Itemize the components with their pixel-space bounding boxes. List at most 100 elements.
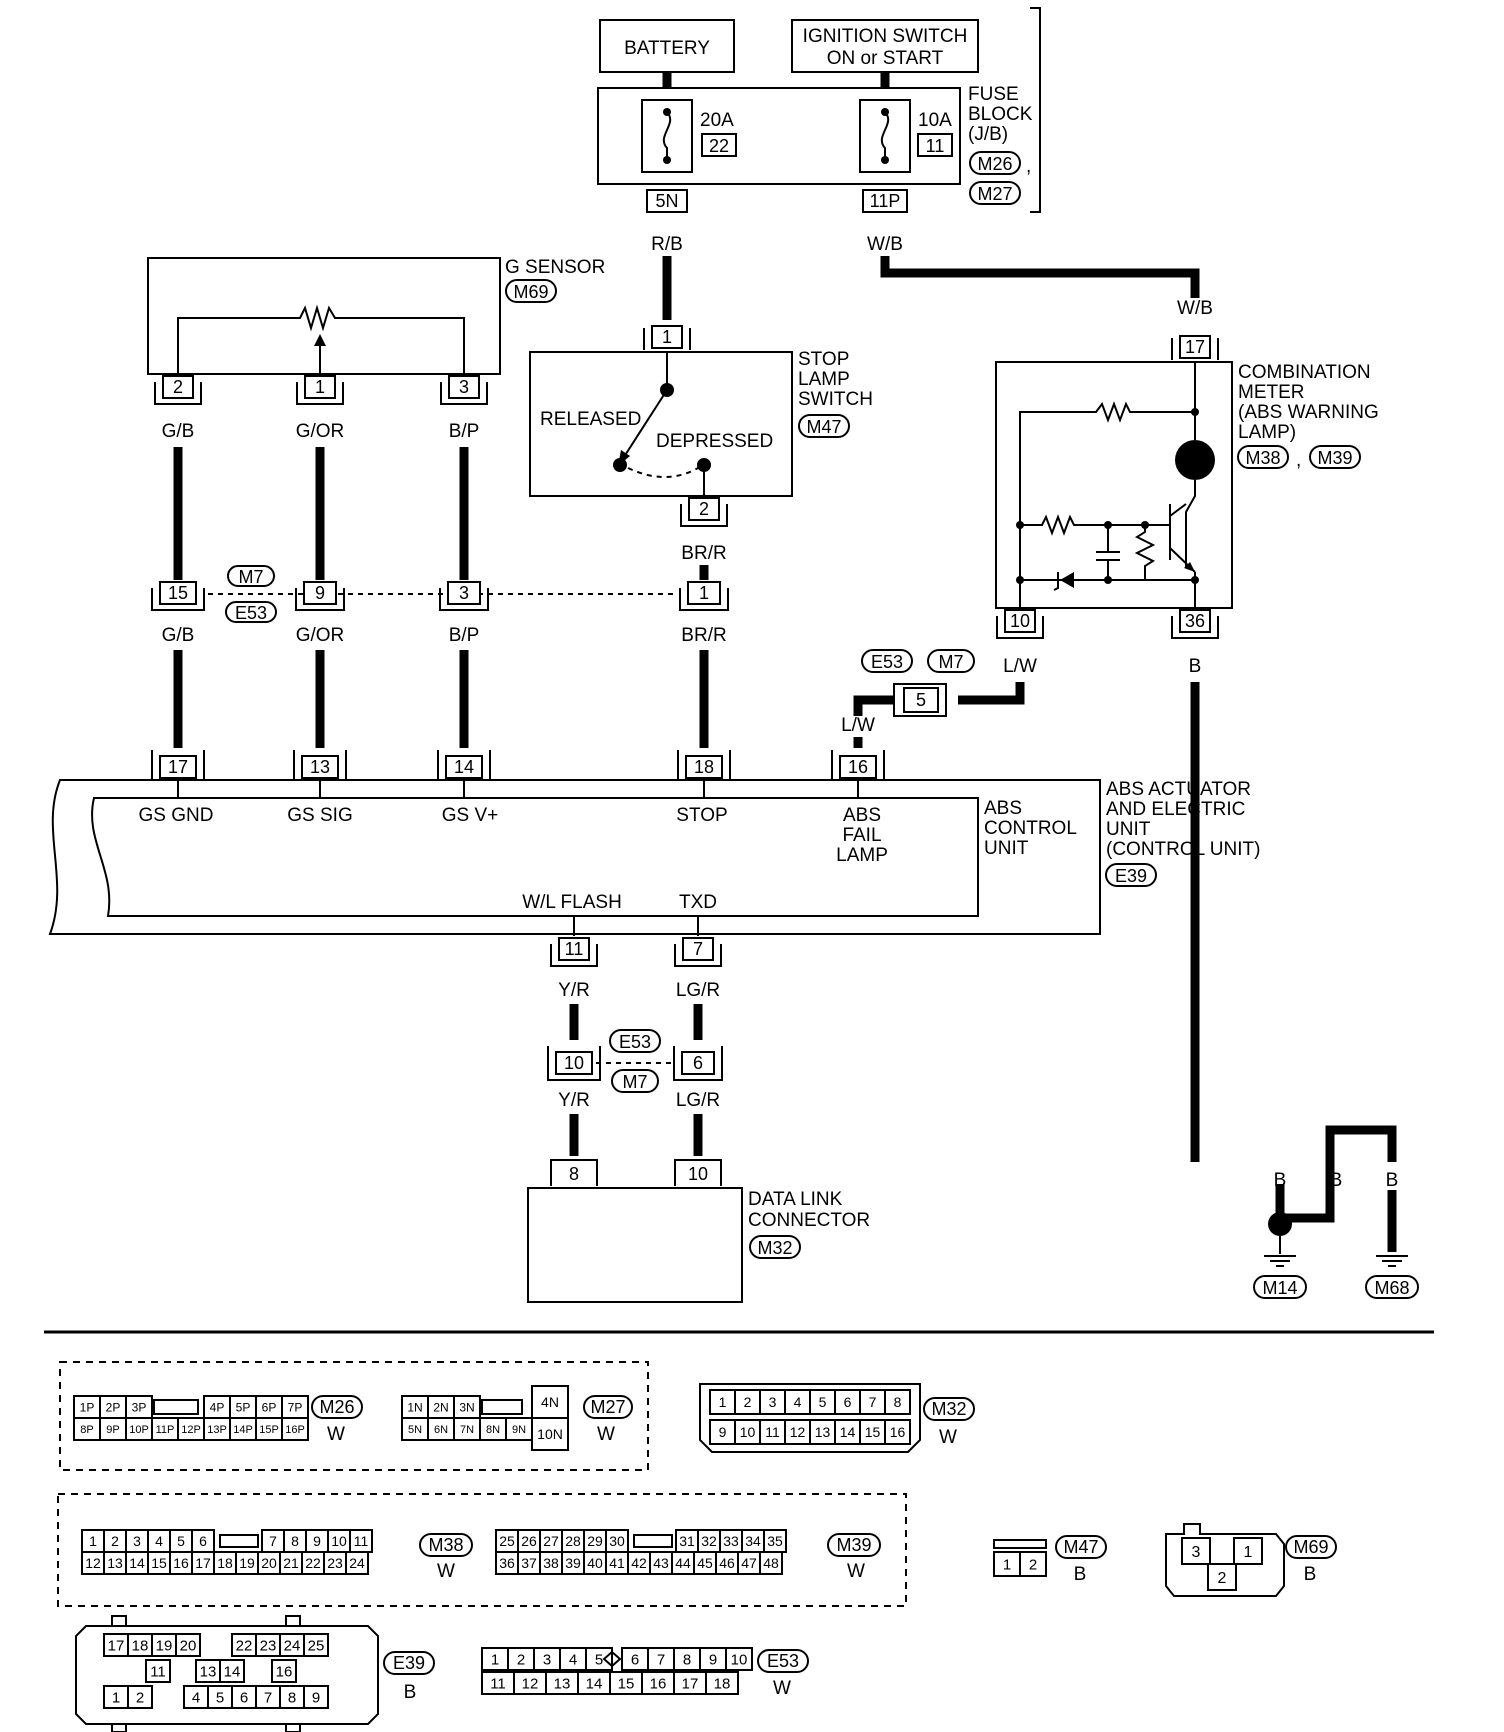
g-sensor-pin-2: 2	[173, 377, 183, 397]
g-sensor-ref-text: M69	[513, 282, 548, 302]
view-e39-cavity-label: 23	[260, 1637, 277, 1654]
view-m39-ref	[827, 1533, 881, 1557]
view-e39-cavity	[175, 1633, 201, 1657]
m7-e53-ref-e53	[225, 601, 277, 623]
abs-pin-7: 7	[693, 939, 703, 959]
fuse-block-label-3: (J/B)	[968, 124, 1008, 145]
g-sensor-pins	[154, 375, 488, 405]
ignition-label-2: ON or START	[827, 48, 944, 69]
view-m32-cavity-label: 12	[790, 1424, 806, 1440]
g-sensor-ref	[505, 279, 557, 303]
lower-connector-ref-e53-text: E53	[619, 1032, 651, 1052]
stop-switch-ref	[798, 414, 850, 438]
meter-pin-17-shroud	[1171, 338, 1219, 360]
view-e53-cavity	[725, 1647, 753, 1671]
wire-label-gb-upper: G/B	[162, 421, 195, 442]
view-m26-cavity-label: 2P	[106, 1400, 121, 1414]
view-m38-ref-text: M38	[428, 1535, 463, 1555]
view-e39-cavity-label: 11	[150, 1663, 166, 1680]
view-m69-cavity-label: 1	[1244, 1544, 1253, 1561]
stop-switch-released: RELEASED	[540, 409, 641, 430]
fuse-22-number: 22	[709, 136, 729, 156]
stop-switch-label-3: SWITCH	[798, 389, 873, 410]
ignition-switch-box	[791, 19, 979, 73]
wire-label-rb: R/B	[651, 234, 683, 255]
stop-lamp-switch-box	[529, 351, 793, 497]
ground-m14-icon	[1264, 1255, 1296, 1267]
abs-unit-label-4: (CONTROL UNIT)	[1106, 839, 1260, 860]
view-e53-cavity-label: 3	[543, 1651, 551, 1668]
stop-switch-lever	[621, 389, 668, 461]
view-m38-cavity-label: 2	[111, 1533, 119, 1549]
view-m38-cavity-label: 12	[85, 1555, 101, 1571]
view-m26-ref	[311, 1395, 363, 1419]
view-m39-color: W	[847, 1561, 865, 1582]
view-m26-cavity-label: 4P	[210, 1400, 225, 1414]
view-m69-color: B	[1304, 1564, 1317, 1585]
view-e39-ref	[383, 1651, 435, 1675]
abs-top-pins	[151, 750, 885, 798]
view-m27-cavity-label: 2N	[433, 1400, 448, 1414]
battery-label: BATTERY	[624, 38, 710, 59]
view-m32-cavity-label: 13	[815, 1424, 831, 1440]
view-m38-cavity-label: 11	[354, 1533, 369, 1549]
wire-label-brr-lower: BR/R	[681, 625, 726, 646]
meter-pin-36-shroud	[1171, 616, 1219, 639]
view-m27-side-cavity-label: 4N	[541, 1394, 559, 1410]
stop-switch-pin-1-shroud	[643, 328, 691, 350]
view-m26-cavity-label: 8P	[80, 1424, 93, 1436]
view-m32-cavity-label: 9	[719, 1424, 727, 1440]
view-m69-ref-text: M69	[1293, 1537, 1328, 1557]
abs-term-gs-gnd: GS GND	[139, 805, 214, 826]
stop-switch-pin-1	[651, 325, 683, 349]
view-m38-cavity-label: 4	[155, 1533, 163, 1549]
view-m32-ref-text: M32	[931, 1399, 966, 1419]
view-m26-cavity-label: 6P	[262, 1400, 277, 1414]
dlc-ref	[749, 1235, 801, 1259]
fuse-11	[859, 99, 911, 173]
view-m69-cavity	[1207, 1563, 1237, 1591]
fuse-11-number: 11	[926, 136, 945, 156]
pin-5n-label: 5N	[655, 191, 678, 211]
meter-label-4: LAMP)	[1238, 422, 1296, 443]
view-m26-ref-text: M26	[319, 1397, 354, 1417]
meter-pin-36-label: 36	[1185, 611, 1205, 631]
dlc-pin-10-shroud	[674, 1159, 722, 1186]
view-m39-cavity-label: 29	[587, 1533, 603, 1549]
abs-unit-label-2: AND ELECTRIC	[1106, 799, 1245, 820]
lower-connector-pins	[547, 1046, 723, 1081]
view-m32-cavity-label: 10	[740, 1424, 756, 1440]
view-e39-cavity-label: 7	[264, 1689, 272, 1706]
g-sensor-resistor	[177, 304, 465, 374]
view-m32-cavity-label: 8	[894, 1394, 902, 1410]
view-e53-cavity-label: 17	[682, 1675, 699, 1692]
meter-label-2: METER	[1238, 382, 1305, 403]
view-m38-cavity-label: 15	[151, 1555, 167, 1571]
ground-ref-m14-text: M14	[1262, 1278, 1297, 1298]
lower-connector-pin-6: 6	[693, 1053, 703, 1073]
abs-term-fail-1: ABS	[843, 805, 881, 826]
abs-control-label-2: CONTROL	[984, 818, 1077, 839]
view-e53-ref-text: E53	[767, 1651, 799, 1671]
g-sensor-label: G SENSOR	[505, 257, 605, 278]
view-e39-cavity-label: 19	[156, 1637, 173, 1654]
fuse-block-ref-m26-text: M26	[977, 154, 1012, 174]
view-e53-cavity-label: 8	[683, 1651, 691, 1668]
lamp-connector-ref-m7	[927, 649, 975, 673]
view-e39-tab-1	[111, 1615, 127, 1627]
ground-ref-m14	[1253, 1275, 1307, 1299]
dlc-label-1: DATA LINK	[748, 1189, 843, 1210]
view-m39-cavity-label: 46	[719, 1555, 735, 1571]
view-e39-color: B	[404, 1682, 417, 1703]
stop-switch-depressed: DEPRESSED	[656, 431, 773, 452]
abs-term-stop: STOP	[676, 805, 727, 826]
abs-unit-label-3: UNIT	[1106, 819, 1151, 840]
view-m47-color: B	[1074, 1564, 1087, 1585]
view-e39-cavity	[145, 1659, 171, 1683]
lamp-connector-ref-m7-text: M7	[938, 652, 963, 672]
abs-control-unit-box	[91, 797, 979, 917]
m7-e53-ref-m7	[227, 565, 275, 587]
view-e53-cavity-label: 6	[631, 1651, 639, 1668]
view-m39-cavity-label: 45	[697, 1555, 713, 1571]
abs-term-fail-2: FAIL	[842, 825, 881, 846]
